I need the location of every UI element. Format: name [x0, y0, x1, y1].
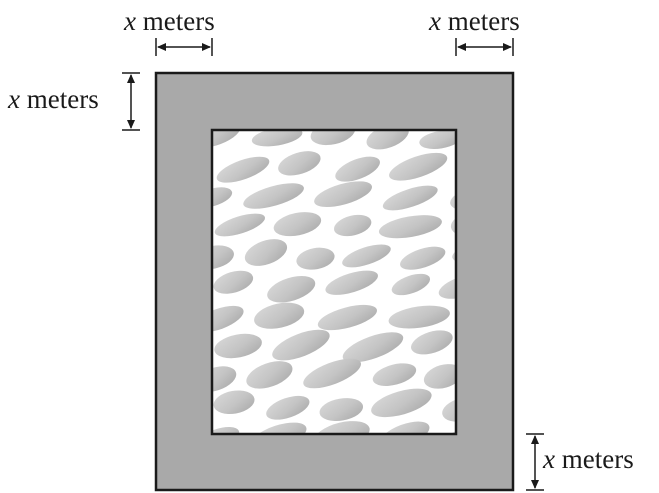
water-ripple — [382, 185, 438, 211]
water-ripple — [296, 247, 335, 270]
variable-x: x — [543, 444, 555, 474]
water-ripple — [411, 330, 453, 355]
water-ripple — [378, 215, 442, 239]
water-ripple — [244, 239, 288, 266]
unit-text: meters — [26, 84, 99, 114]
water-ripple — [423, 364, 456, 389]
water-ripple — [379, 421, 430, 434]
variable-x: x — [8, 84, 20, 114]
water-ripple — [214, 333, 262, 359]
water-ripple — [278, 151, 321, 176]
pool-outline — [210, 128, 458, 436]
water-ripple — [400, 246, 446, 270]
dimension-label-top-right: x meters — [429, 8, 520, 35]
water-ripple — [310, 130, 356, 146]
variable-x: x — [429, 6, 441, 36]
water-ripple — [214, 213, 265, 237]
water-ripple — [333, 214, 372, 237]
top-right-dimension-arrow — [455, 38, 514, 56]
unit-text: meters — [447, 6, 520, 36]
water-ripple — [212, 366, 237, 392]
water-ripple — [317, 304, 377, 331]
water-ripple — [246, 361, 293, 389]
water-ripple — [273, 212, 322, 237]
water-ripple — [250, 422, 307, 434]
water-ripple — [389, 152, 448, 181]
unit-text: meters — [142, 6, 215, 36]
water-ripple — [314, 421, 370, 434]
water-ripple — [251, 130, 303, 147]
water-ripple — [272, 329, 330, 361]
water-ripple — [391, 273, 431, 296]
water-ripple — [388, 305, 450, 329]
dimension-label-left: x meters — [8, 86, 99, 113]
water-ripple — [303, 358, 362, 389]
unit-text: meters — [561, 444, 634, 474]
water-ripple — [212, 305, 244, 333]
water-ripple — [419, 130, 456, 149]
dimension-label-bottom-right: x meters — [543, 446, 634, 473]
water-ripple — [442, 397, 456, 422]
water-ripple — [267, 276, 316, 303]
water-ripple — [335, 156, 380, 182]
water-ripple — [212, 130, 241, 148]
water-ripple — [254, 302, 305, 329]
left-dimension-arrow — [122, 72, 140, 131]
water-ripple — [212, 245, 234, 270]
top-left-dimension-arrow — [155, 38, 213, 56]
water-ripple — [325, 270, 378, 295]
water-ripple — [371, 388, 432, 418]
water-ripple — [213, 390, 255, 415]
water-ripple — [216, 156, 270, 183]
water-ripple — [342, 332, 404, 363]
water-ripple — [342, 244, 391, 268]
water-ripple — [372, 363, 417, 386]
water-ripple — [438, 273, 456, 299]
water-ripple — [213, 270, 254, 294]
water-ripple — [266, 395, 310, 420]
water-ripple — [319, 398, 364, 421]
water-ripple — [314, 181, 372, 207]
dimension-label-top-left: x meters — [124, 8, 215, 35]
water-ripple — [243, 183, 304, 209]
pool-water — [212, 130, 456, 434]
variable-x: x — [124, 6, 136, 36]
bottom-right-dimension-arrow — [526, 433, 544, 491]
